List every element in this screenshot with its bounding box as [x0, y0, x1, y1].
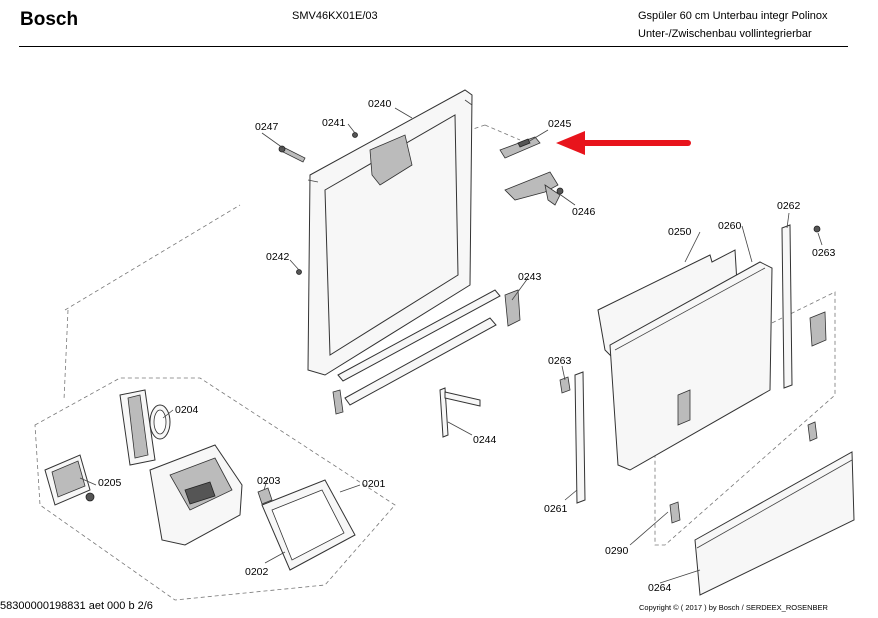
bracket-0244 — [439, 387, 481, 438]
part-label-0250: 0250 — [668, 226, 692, 238]
door-seal-strip — [332, 289, 521, 415]
part-label-0262: 0262 — [777, 200, 801, 212]
kick-plate-0264 — [694, 451, 855, 596]
cover-part-0205 — [44, 454, 95, 506]
door-group-outline — [63, 124, 521, 401]
clip-0263-right — [813, 225, 821, 233]
brand-title: Bosch — [20, 9, 79, 30]
part-label-0242: 0242 — [266, 251, 290, 263]
control-housing-0201 — [149, 444, 243, 546]
part-label-0243: 0243 — [518, 271, 542, 283]
inner-door-frame — [307, 89, 473, 376]
part-label-0240: 0240 — [368, 98, 392, 110]
part-label-0205: 0205 — [98, 477, 122, 489]
clip-0263-left — [559, 376, 571, 394]
document-reference: 58300000198831 aet 000 b 2/6 — [0, 600, 153, 612]
red-pointer-arrow — [556, 131, 691, 155]
part-label-0203: 0203 — [257, 475, 281, 487]
part-label-0245: 0245 — [548, 118, 572, 130]
part-label-0264: 0264 — [648, 582, 672, 594]
knob-0203 — [257, 487, 273, 505]
part-label-0247: 0247 — [255, 121, 279, 133]
mounting-tab-0290 — [669, 311, 827, 524]
product-description-line2: Unter-/Zwischenbau vollintegrierbar — [638, 28, 812, 40]
lever-part-0204 — [119, 389, 156, 466]
side-strip-0261 — [574, 371, 586, 504]
part-label-0204: 0204 — [175, 404, 199, 416]
panel-group-outline — [614, 291, 836, 546]
header-divider — [19, 46, 848, 47]
part-label-0201: 0201 — [362, 478, 386, 490]
panel-0260 — [609, 261, 773, 471]
screw-0241 — [352, 132, 358, 138]
part-label-0261: 0261 — [544, 503, 568, 515]
control-panel-group-outline — [34, 377, 396, 601]
part-label-0246: 0246 — [572, 206, 596, 218]
part-label-0202: 0202 — [245, 566, 269, 578]
side-strip-0262 — [781, 224, 793, 389]
part-label-0263-right: 0263 — [812, 247, 836, 259]
part-label-0241: 0241 — [322, 117, 346, 129]
part-label-0260: 0260 — [718, 220, 742, 232]
leader-lines — [79, 107, 823, 584]
model-number: SMV46KX01E/03 — [292, 10, 378, 22]
bolt-0247 — [278, 145, 306, 163]
frame-gasket-0202 — [261, 479, 356, 571]
part-label-0290: 0290 — [605, 545, 629, 557]
part-label-0244: 0244 — [473, 434, 497, 446]
ring-part-0204 — [149, 404, 171, 440]
hinge-part-0246 — [504, 171, 564, 206]
hinge-part-0245 — [499, 136, 541, 159]
product-description-line1: Gspüler 60 cm Unterbau integr Polinox — [638, 10, 828, 22]
copyright-notice: Copyright © ( 2017 ) by Bosch / SERDEEX_… — [639, 603, 828, 612]
part-label-0263-left: 0263 — [548, 355, 572, 367]
screw-0242 — [296, 269, 302, 275]
